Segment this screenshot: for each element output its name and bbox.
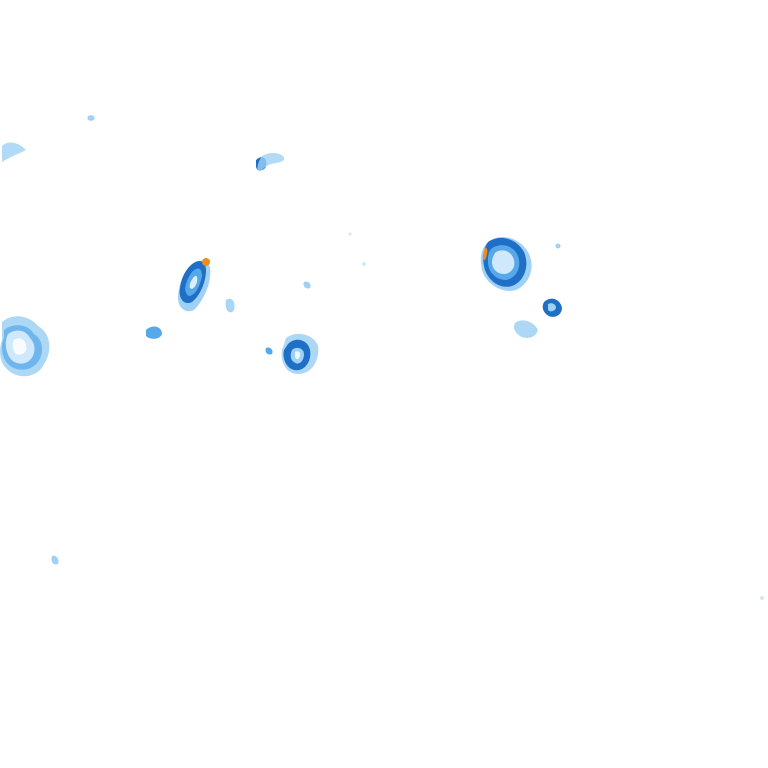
precip-cell-central-south	[281, 333, 319, 374]
precip-cell-east	[480, 237, 532, 291]
precip-small-showers	[2, 115, 764, 600]
precip-cell-east-small	[513, 298, 562, 338]
precip-core-extreme	[202, 258, 210, 266]
precip-cell-central-west	[178, 258, 211, 312]
precip-cell-west	[0, 316, 50, 377]
